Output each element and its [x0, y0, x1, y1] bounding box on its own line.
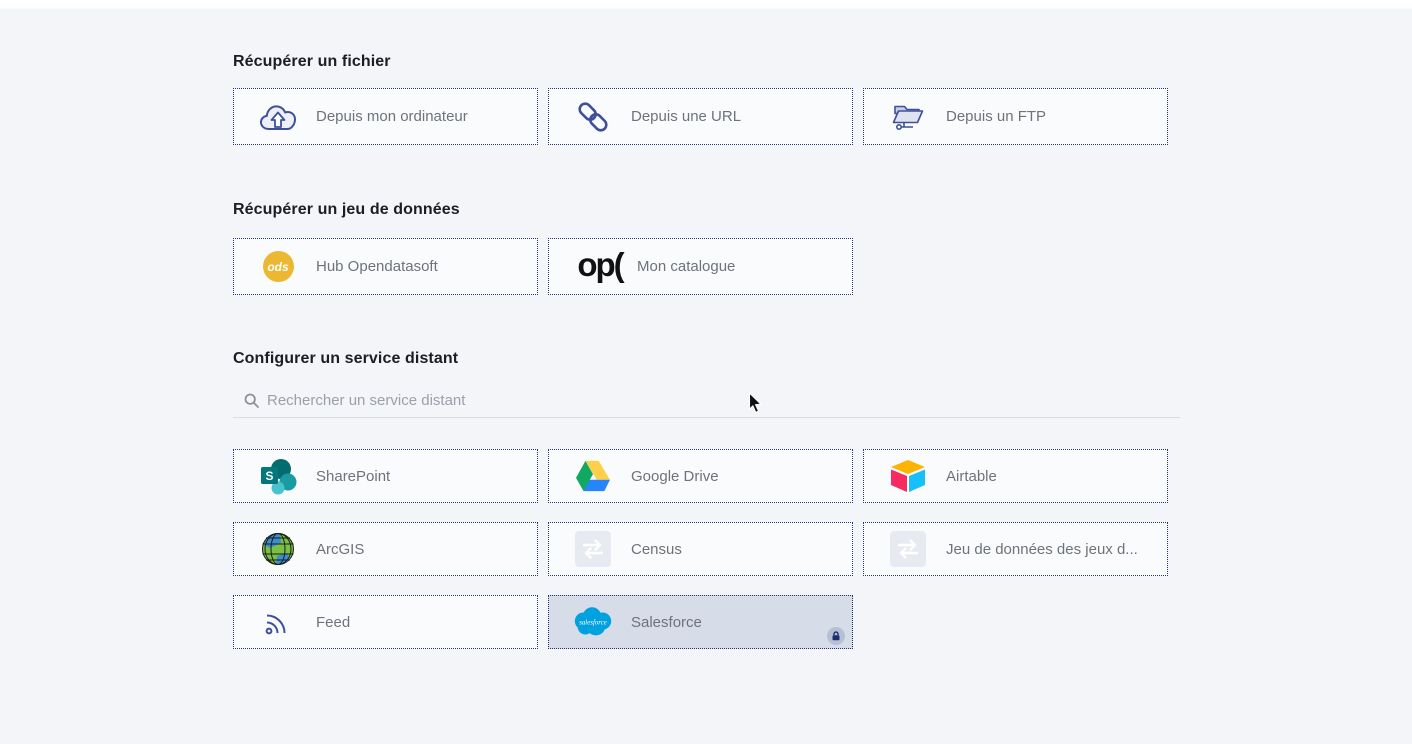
service-card-label: Airtable: [946, 467, 997, 485]
source-card-label: Depuis un FTP: [946, 108, 1047, 125]
dataset-source-row: ods Hub Opendatasoft op( Mon catalogue: [233, 238, 1168, 295]
connector-icon: [886, 531, 930, 567]
remote-service-grid: S SharePoint Google Drive: [233, 449, 1168, 649]
section-title-remote-service: Configurer un service distant: [233, 350, 459, 367]
service-card-airtable[interactable]: Airtable: [863, 449, 1168, 503]
service-card-feed[interactable]: Feed: [233, 595, 538, 649]
arcgis-icon: [256, 531, 300, 567]
source-card-label: Mon catalogue: [637, 258, 736, 275]
source-card-label: Depuis une URL: [631, 108, 742, 125]
source-card-label: Hub Opendatasoft: [316, 258, 438, 275]
airtable-icon: [886, 459, 930, 493]
service-card-label: SharePoint: [316, 467, 391, 485]
source-card-hub-opendatasoft[interactable]: ods Hub Opendatasoft: [233, 238, 538, 295]
salesforce-icon: salesforce: [571, 606, 615, 639]
lock-icon: [827, 627, 845, 645]
service-card-label: Feed: [316, 613, 351, 631]
service-card-label: Google Drive: [631, 467, 719, 485]
folder-network-icon: [886, 100, 930, 133]
connector-icon: [571, 531, 615, 567]
cloud-upload-icon: [256, 102, 300, 131]
source-card-ftp[interactable]: Depuis un FTP: [863, 88, 1168, 145]
service-card-census[interactable]: Census: [548, 522, 853, 576]
service-card-salesforce[interactable]: salesforce Salesforce: [548, 595, 853, 649]
remote-service-search: [233, 384, 1180, 418]
sharepoint-icon: S: [256, 455, 300, 497]
service-card-arcgis[interactable]: ArcGIS: [233, 522, 538, 576]
google-drive-icon: [571, 459, 615, 493]
service-card-sharepoint[interactable]: S SharePoint: [233, 449, 538, 503]
ods-badge-icon: ods: [256, 251, 300, 282]
svg-text:S: S: [265, 469, 273, 483]
service-card-label: Salesforce: [631, 613, 702, 631]
service-card-jeu-de-donnees[interactable]: Jeu de données des jeux d...: [863, 522, 1168, 576]
search-input[interactable]: [267, 392, 1067, 409]
service-card-google-drive[interactable]: Google Drive: [548, 449, 853, 503]
section-title-dataset: Récupérer un jeu de données: [233, 201, 460, 218]
section-title-file: Récupérer un fichier: [233, 53, 391, 70]
source-card-computer[interactable]: Depuis mon ordinateur: [233, 88, 538, 145]
opendatasoft-logo: op(: [577, 246, 624, 283]
source-card-url[interactable]: Depuis une URL: [548, 88, 853, 145]
file-source-row: Depuis mon ordinateur Depuis une URL: [233, 88, 1168, 145]
search-icon: [244, 393, 259, 408]
service-card-label: ArcGIS: [316, 540, 365, 558]
svg-text:salesforce: salesforce: [579, 619, 607, 626]
source-card-label: Depuis mon ordinateur: [316, 108, 468, 125]
service-card-label: Jeu de données des jeux d...: [946, 540, 1138, 558]
rss-icon: [256, 608, 300, 637]
link-icon: [571, 101, 615, 133]
service-card-label: Census: [631, 540, 682, 558]
source-card-my-catalog[interactable]: op( Mon catalogue: [548, 238, 853, 295]
